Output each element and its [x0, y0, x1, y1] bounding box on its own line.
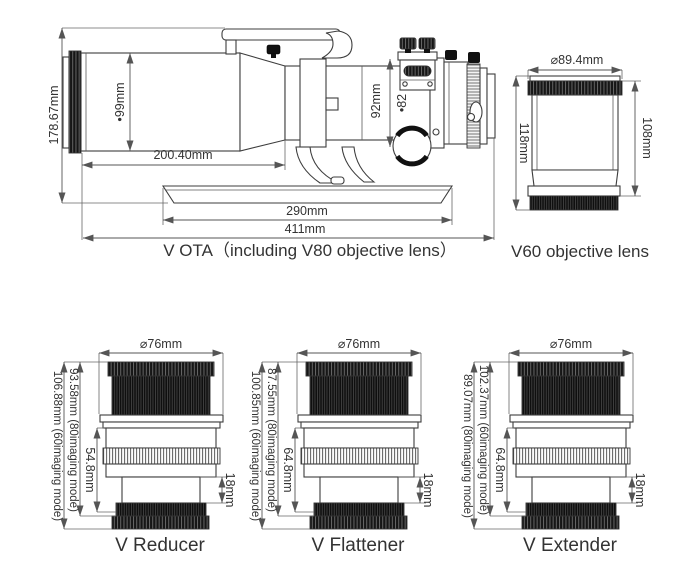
reducer-diagram: ⌀76mm 106.88mm (60imaging mode) 93.58mm …: [51, 337, 237, 556]
extender-body-length-label: 64.8mm: [493, 447, 507, 492]
reducer-tip-length-label: 18mm: [223, 473, 237, 508]
focuser-thumbscrew: [445, 50, 457, 60]
retaining-thumbscrew: [266, 44, 281, 55]
focuser-body: [443, 61, 469, 145]
v60-diameter-label: ⌀89.4mm: [551, 53, 604, 67]
shoe-thumbscrew-2: [418, 37, 436, 50]
drawtube-end: [486, 73, 496, 139]
focuser-screw: [432, 128, 440, 136]
tube-clamp: [299, 58, 327, 148]
flattener-length-outer-label: 100.85mm (60imaging mode): [249, 371, 261, 521]
extender-caption: V Extender: [523, 535, 618, 556]
drawtube-diameter-label: •82: [395, 94, 409, 112]
total-length-label: 411mm: [285, 222, 326, 236]
support-foot: [330, 176, 345, 185]
dovetail-bar: [161, 185, 454, 204]
extender-diagram: ⌀76mm 89.07mm (80imaging mode) 102.37mm …: [461, 337, 647, 556]
v60-body: [531, 94, 619, 171]
flattener-length-inner-label: 87.55mm (80imaging mode): [265, 368, 277, 512]
ota-total-height-label: 178.67mm: [47, 85, 61, 144]
drawtube-thumbscrew: [468, 52, 480, 63]
reducer-length-outer-label: 106.88mm (60imaging mode): [51, 371, 63, 521]
dew-shield-diameter-label: •99mm: [113, 82, 127, 121]
flattener-tip-length-label: 18mm: [421, 473, 435, 508]
carry-handle-foot: [321, 30, 353, 59]
dew-shield-taper: [239, 52, 286, 152]
dew-shield: [80, 52, 241, 152]
dew-shield-front-cap: [62, 56, 70, 149]
extender-tip-length-label: 18mm: [633, 473, 647, 508]
flattener-body-length-label: 64.8mm: [281, 447, 295, 492]
flattener-diameter-label: ⌀76mm: [338, 337, 380, 351]
v60-diagram: ⌀89.4mm 118mm 108mm V60 objective lens: [511, 53, 654, 261]
shoe-thumbscrew: [399, 37, 417, 50]
v60-total-height-label: 118mm: [517, 123, 531, 164]
focus-knob-grip: [395, 125, 429, 138]
reducer-diameter-label: ⌀76mm: [140, 337, 182, 351]
ota-caption: V OTA（including V80 objective lens）: [163, 241, 457, 260]
extender-length-outer-label: 89.07mm (80imaging mode): [461, 374, 473, 518]
tube-diameter-label: 92mm: [369, 84, 383, 119]
dovetail-length-label: 290mm: [286, 204, 328, 218]
clamp-knob: [325, 97, 339, 111]
reducer-body-length-label: 54.8mm: [83, 447, 97, 492]
reducer-drawing: [64, 353, 228, 529]
focus-knob-grip-2: [395, 154, 429, 167]
extender-length-inner-label: 102.37mm (60imaging mode): [477, 365, 489, 515]
reducer-length-inner-label: 93.58mm (80imaging mode): [67, 368, 79, 512]
dew-shield-knurled-ring: [68, 50, 82, 154]
extender-diameter-label: ⌀76mm: [550, 337, 592, 351]
reducer-caption: V Reducer: [115, 535, 205, 556]
flattener-caption: V Flattener: [312, 535, 406, 556]
extender-drawing: [474, 353, 638, 529]
front-length-label: 200.40mm: [153, 148, 212, 162]
v60-front-knurled-ring: [527, 80, 623, 96]
v60-caption: V60 objective lens: [511, 242, 649, 261]
finder-shoe-slot: [403, 65, 432, 77]
flattener-diagram: ⌀76mm 100.85mm (60imaging mode) 87.55mm …: [249, 337, 435, 556]
ota-diagram: 178.67mm •99mm 92mm •82: [47, 27, 496, 260]
v60-rear-knurled-ring: [529, 195, 619, 211]
flattener-drawing: [262, 353, 426, 529]
carry-handle: [221, 28, 341, 41]
v60-body-height-label: 108mm: [640, 117, 654, 159]
finder-shoe-base: [397, 51, 438, 61]
support-leg-2: [341, 146, 376, 183]
